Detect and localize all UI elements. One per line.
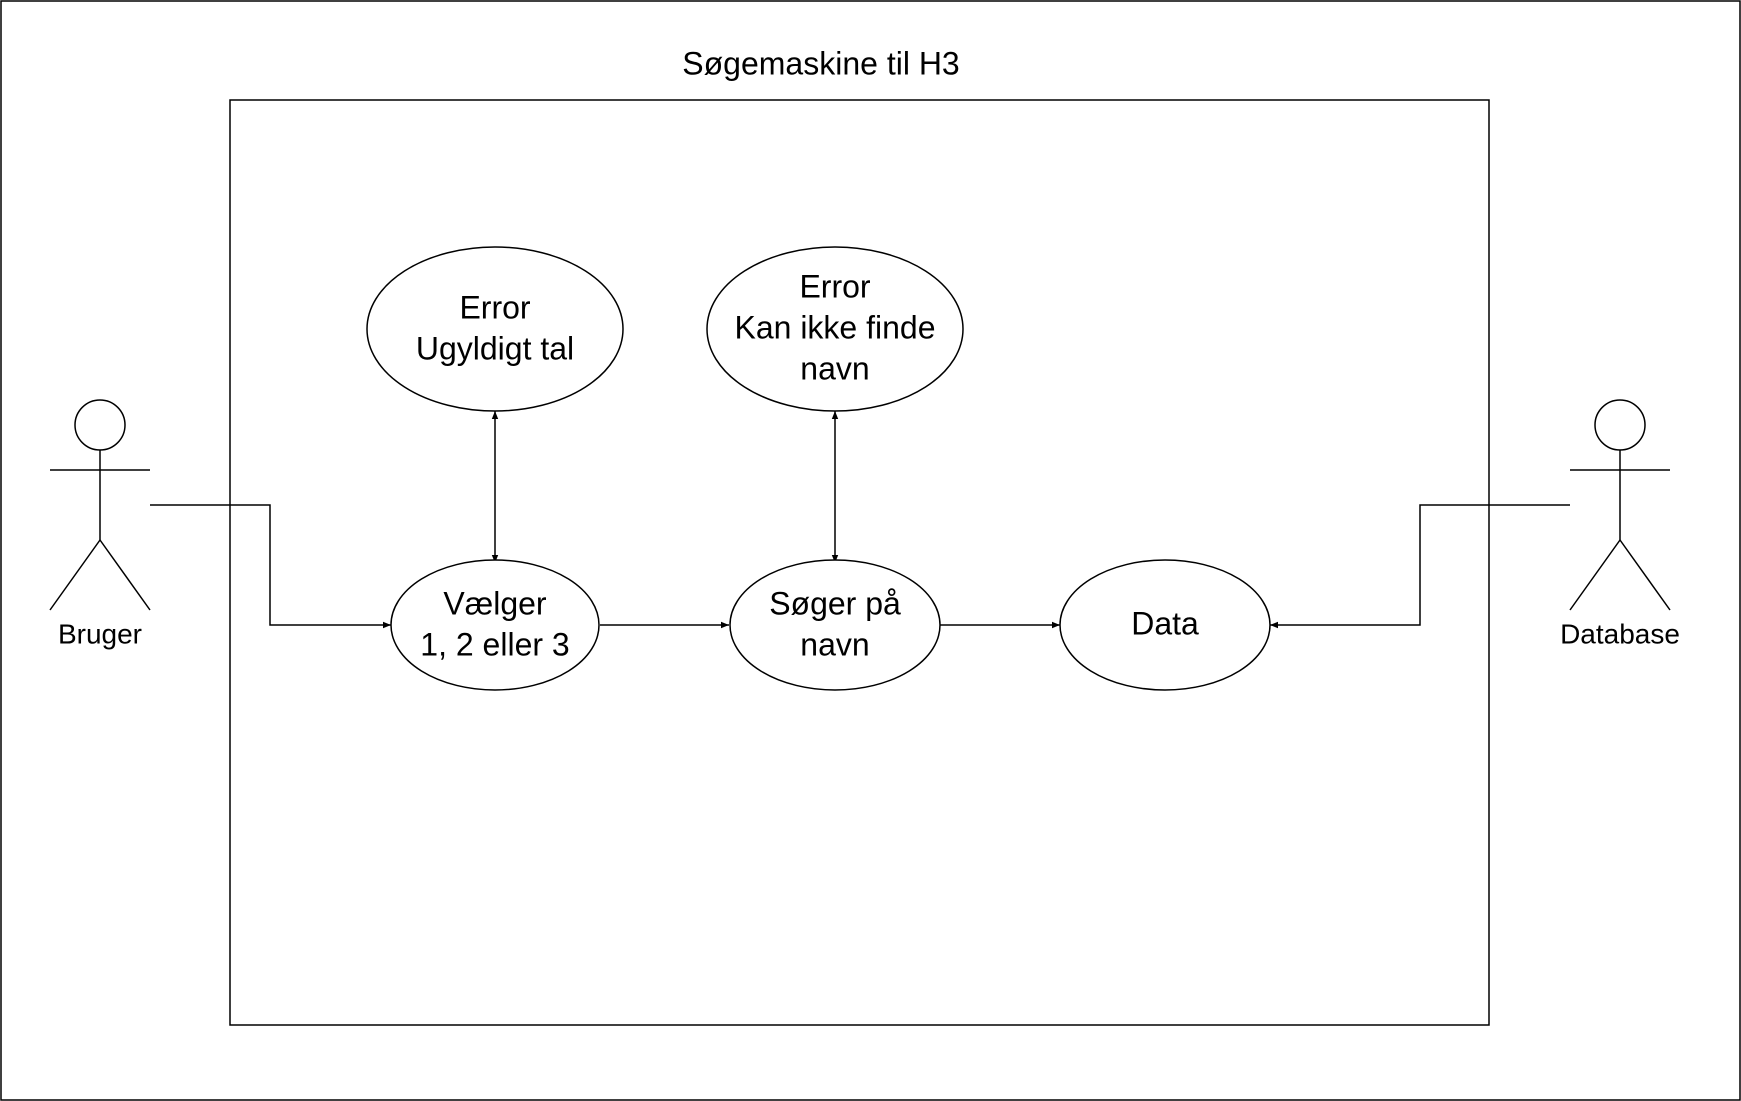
actor-database-label: Database	[1560, 618, 1680, 649]
use-case-choose-line-1: Vælger	[443, 585, 547, 621]
use-case-choose-shape	[390, 559, 600, 691]
use-case-error-name-line-3: navn	[800, 350, 869, 386]
system-boundary	[229, 99, 1490, 1026]
connector-database-data	[1270, 504, 1570, 629]
use-case-search-line-2: navn	[800, 626, 869, 662]
use-case-search-shape	[729, 559, 941, 691]
use-case-data-shape	[1059, 559, 1271, 691]
actor-database-stick-figure-icon	[1569, 399, 1671, 611]
use-case-choose-line-2: 1, 2 eller 3	[420, 626, 569, 662]
actor-bruger-stick-figure-icon	[49, 399, 151, 611]
use-case-error-number-line-2: Ugyldigt tal	[416, 330, 574, 366]
use-case-error-number-shape	[366, 246, 624, 412]
actor-bruger[interactable]: Bruger	[49, 399, 151, 649]
use-case-error-name-line-1: Error	[799, 268, 870, 304]
actor-database[interactable]: Database	[1560, 399, 1680, 649]
use-case-error-number-line-1: Error	[459, 289, 530, 325]
connector-bruger-choose	[150, 504, 391, 629]
use-case-data[interactable]: Data	[1059, 559, 1271, 691]
use-case-error-name-shape	[706, 246, 964, 412]
use-case-data-line-1: Data	[1131, 605, 1199, 641]
use-case-search[interactable]: Søger på navn	[729, 559, 941, 691]
actor-bruger-label: Bruger	[58, 618, 142, 649]
use-case-error-name-line-2: Kan ikke finde	[734, 309, 935, 345]
use-case-search-line-1: Søger på	[769, 585, 901, 621]
use-case-error-number[interactable]: Error Ugyldigt tal	[366, 246, 624, 412]
use-case-choose[interactable]: Vælger 1, 2 eller 3	[390, 559, 600, 691]
diagram-title: Søgemaskine til H3	[682, 45, 959, 81]
use-case-error-name[interactable]: Error Kan ikke finde navn	[706, 246, 964, 412]
